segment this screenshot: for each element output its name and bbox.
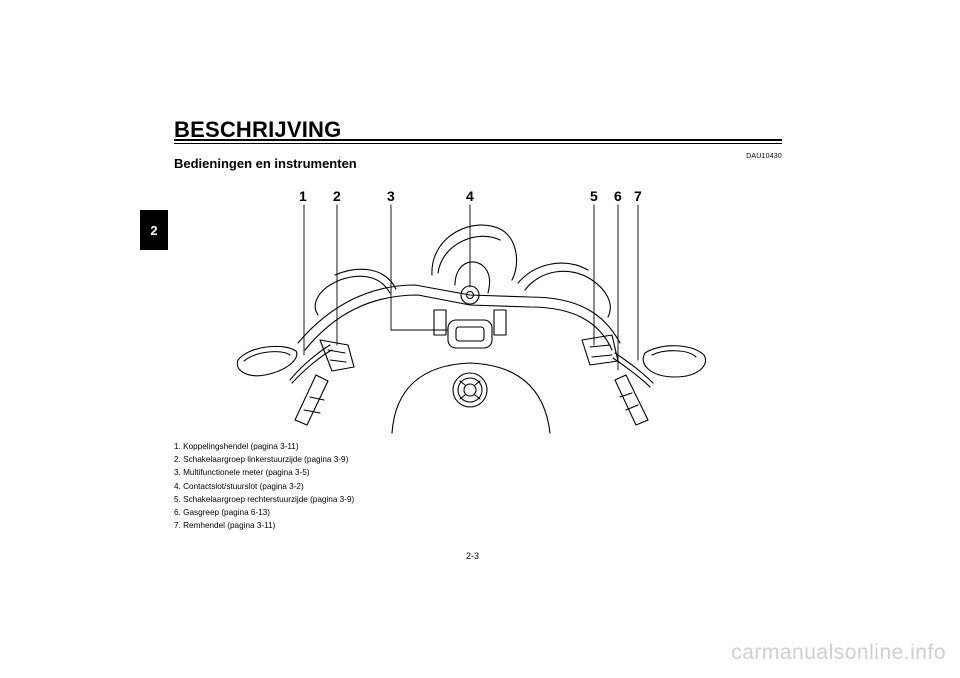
chapter-title: BESCHRIJVING [174, 117, 342, 142]
section-title: Bedieningen en instrumenten [174, 156, 357, 171]
section-code: DAU10430 [746, 153, 782, 160]
legend-item: 6. Gasgreep (pagina 6-13) [174, 508, 271, 518]
handlebar-illustration [236, 204, 706, 434]
legend-list: 1. Koppelingshendel (pagina 3-11) 2. Sch… [174, 440, 354, 532]
title-rule-thin [174, 143, 782, 144]
legend-item: 2. Schakelaargroep linkerstuurzijde (pag… [174, 455, 349, 465]
legend-item: 3. Multifunctionele meter (pagina 3-5) [174, 468, 310, 478]
legend-item: 1. Koppelingshendel (pagina 3-11) [174, 442, 299, 451]
legend-item: 7. Remhendel (pagina 3-11) [174, 521, 276, 531]
chapter-tab-label: 2 [150, 222, 158, 238]
legend-item: 5. Schakelaargroep rechterstuurzijde (pa… [174, 494, 355, 504]
title-rule [174, 139, 782, 141]
chapter-tab: 2 [140, 210, 168, 250]
page-number: 2-3 [466, 551, 480, 561]
legend-item: 4. Contactslot/stuurslot (pagina 3-2) [174, 481, 304, 491]
watermark: carmanualsonline.info [731, 641, 946, 664]
